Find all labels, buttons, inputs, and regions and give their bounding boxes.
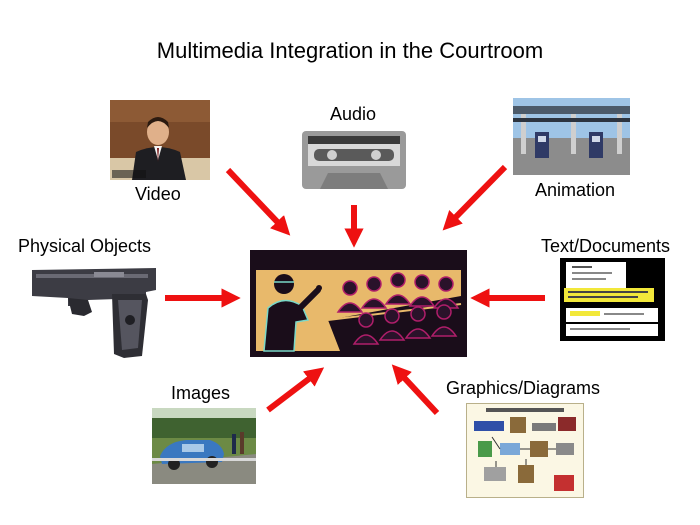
- arrow-images: [268, 372, 318, 410]
- arrow-graphics-diagrams: [397, 370, 437, 413]
- arrow-video: [228, 170, 285, 230]
- arrow-animation: [448, 167, 505, 225]
